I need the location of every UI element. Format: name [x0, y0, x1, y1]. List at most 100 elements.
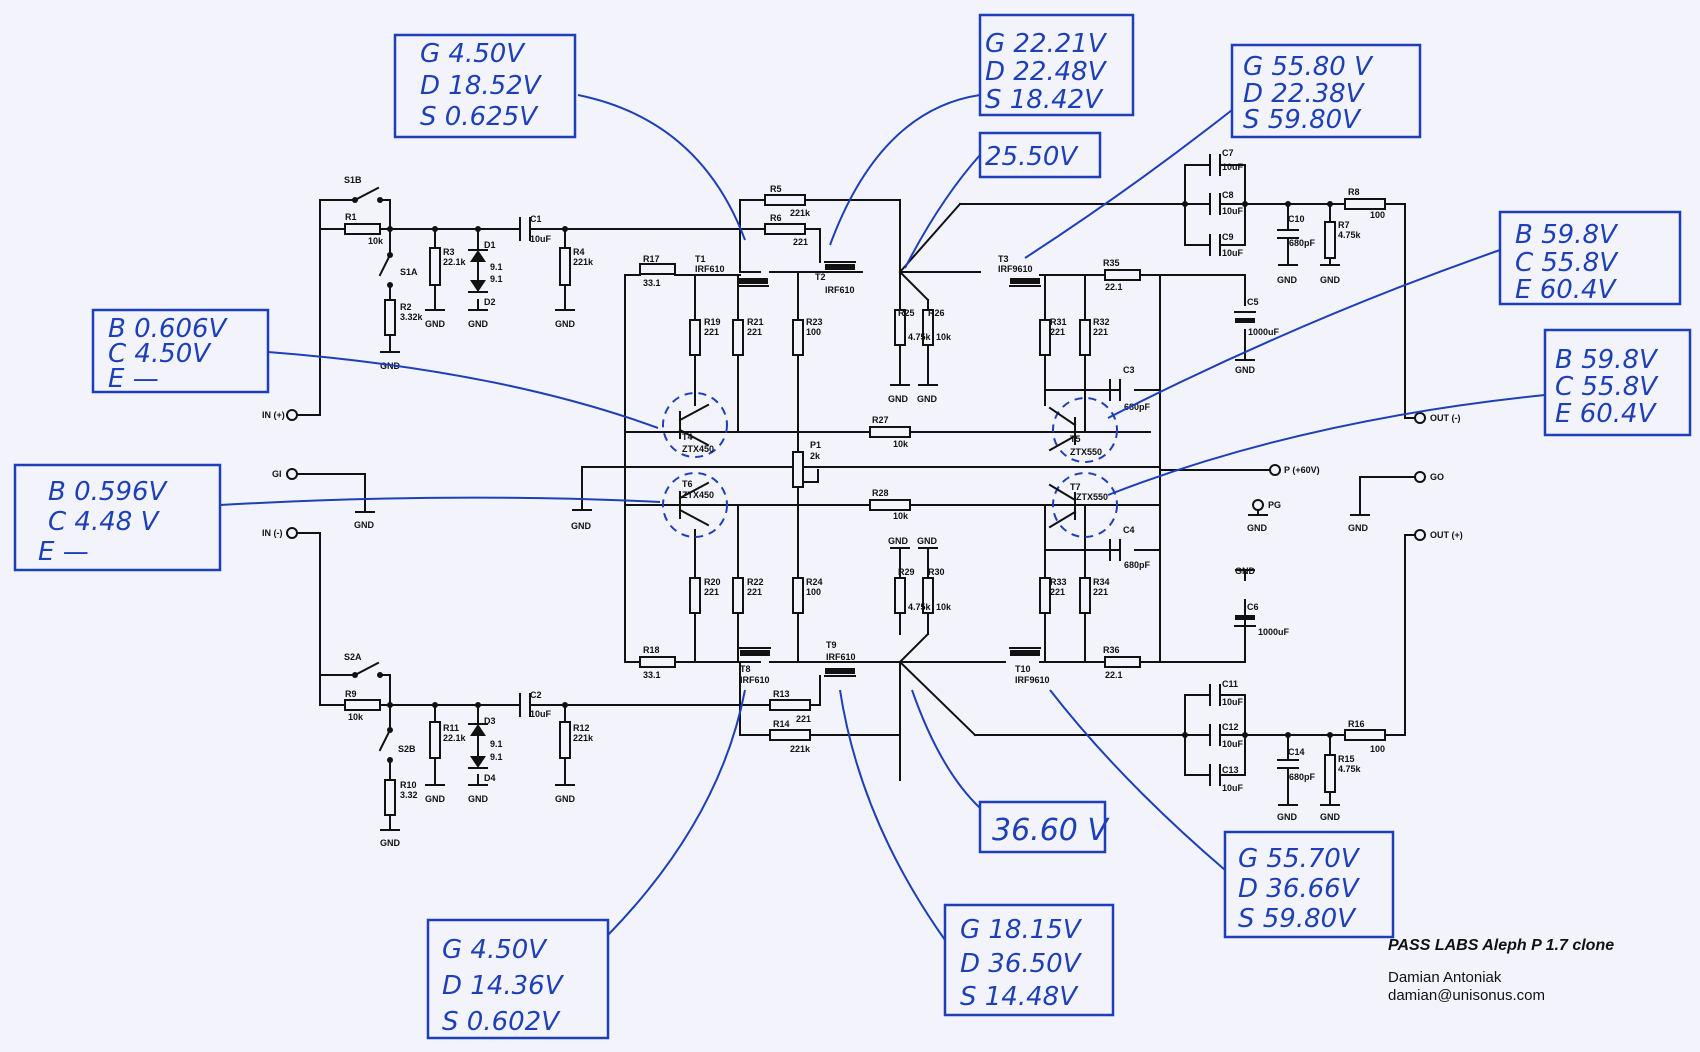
gnd-label: GND [1235, 365, 1256, 375]
label-p1: P1 [810, 440, 821, 450]
bjt-t6 [662, 472, 728, 538]
drawing-email: damian@unisonus.com [1388, 987, 1545, 1004]
annotation-t10-g: G 55.70V [1238, 844, 1361, 874]
annotation-node-bot: 36.60 V [911, 689, 1110, 854]
annotation-t4: B 0.606V C 4.50V E — [91, 308, 659, 429]
gnd-label: GND [917, 536, 938, 546]
value-t8: IRF610 [740, 675, 770, 685]
value-r35: 22.1 [1105, 282, 1123, 292]
annotation-t4-e: E — [108, 364, 159, 394]
label-d3: D3 [484, 716, 496, 726]
label-r3: R3 [443, 247, 455, 257]
gnd-label: GND [571, 521, 592, 531]
annotation-t7-e: E 60.4V [1555, 399, 1658, 429]
value-c11: 10uF [1222, 697, 1244, 707]
value-r36: 22.1 [1105, 670, 1123, 680]
value-r28: 10k [893, 511, 909, 521]
label-d2: D2 [484, 297, 496, 307]
port-go [1414, 471, 1426, 483]
port-label-in-pos: IN (+) [262, 410, 285, 420]
value-r9: 10k [348, 712, 364, 722]
resistor-r6 [764, 223, 806, 235]
label-s2b: S2B [398, 744, 416, 754]
resistor-r12 [559, 721, 571, 759]
label-c3: C3 [1123, 365, 1135, 375]
value-c12: 10uF [1222, 739, 1244, 749]
label-r7: R7 [1338, 220, 1350, 230]
annotation-t6-b: B 0.596V [48, 477, 169, 507]
value-r29: 4.75k [908, 602, 932, 612]
value-r34: 221 [1093, 587, 1108, 597]
annotation-t6: B 0.596V C 4.48 V E — [13, 463, 661, 572]
value-r10: 3.32 [400, 790, 418, 800]
value-r22: 221 [747, 587, 762, 597]
port-out-neg [1414, 412, 1426, 424]
port-label-p60: P (+60V) [1284, 465, 1320, 475]
annotation-t3-s: S 59.80V [1243, 105, 1362, 135]
value-r8: 100 [1370, 210, 1385, 220]
annotation-t4-b: B 0.606V [108, 314, 229, 344]
label-r20: R20 [704, 577, 721, 587]
potentiometer-p1 [792, 451, 804, 488]
port-in-pos [286, 409, 298, 421]
gnd-label: GND [1277, 812, 1298, 822]
main-wiring [581, 202, 1266, 781]
switch-s2 [352, 672, 393, 763]
value-d1: 9.1 [490, 262, 503, 272]
gnd-label: GND [888, 394, 909, 404]
value-r3: 22.1k [443, 257, 467, 267]
label-r15: R15 [1338, 754, 1355, 764]
resistor-r3 [429, 247, 441, 286]
label-r12: R12 [573, 723, 590, 733]
value-c7: 10uF [1222, 162, 1244, 172]
resistor-r9 [344, 699, 381, 711]
resistor-r32 [1079, 319, 1091, 356]
resistor-r31 [1039, 319, 1051, 356]
value-t10: IRF9610 [1015, 675, 1050, 685]
value-c3: 680pF [1124, 402, 1151, 412]
resistor-r18 [639, 656, 676, 668]
gnd-label: GND [888, 536, 909, 546]
bjt-t4 [662, 392, 728, 458]
label-c11: C11 [1222, 679, 1238, 689]
label-t6: T6 [682, 479, 693, 489]
label-d1: D1 [484, 240, 496, 250]
port-label-go: GO [1430, 472, 1444, 482]
label-r29: R29 [898, 567, 915, 577]
value-r7: 4.75k [1338, 230, 1362, 240]
mosfet-t1 [737, 278, 769, 287]
label-r26: R26 [928, 308, 945, 318]
value-r17: 33.1 [643, 278, 661, 288]
label-c12: C12 [1222, 722, 1239, 732]
annotation-node-top-value: 25.50V [985, 142, 1079, 172]
resistor-r35 [1104, 269, 1141, 281]
gnd-label: GND [1320, 812, 1341, 822]
value-c13: 10uF [1222, 783, 1244, 793]
label-r22: R22 [747, 577, 764, 587]
label-r5: R5 [770, 184, 782, 194]
label-r35: R35 [1103, 258, 1120, 268]
value-r23: 100 [806, 327, 821, 337]
label-r8: R8 [1348, 187, 1360, 197]
label-r34: R34 [1093, 577, 1110, 587]
annotation-t9-d: D 36.50V [960, 949, 1083, 979]
value-r21: 221 [747, 327, 762, 337]
annotation-t6-c: C 4.48 V [48, 507, 161, 537]
label-r30: R30 [928, 567, 945, 577]
annotation-t5-b: B 59.8V [1515, 220, 1619, 250]
annotation-t9: G 18.15V D 36.50V S 14.48V [839, 689, 1115, 1017]
label-t9: T9 [826, 640, 837, 650]
port-in-neg [286, 527, 298, 539]
label-r24: R24 [806, 577, 823, 587]
value-r30: 10k [936, 602, 952, 612]
value-t7: ZTX550 [1076, 492, 1108, 502]
port-pg [1252, 499, 1264, 511]
value-r32: 221 [1093, 327, 1108, 337]
value-c9: 10uF [1222, 248, 1244, 258]
annotation-t10: G 55.70V D 36.66V S 59.80V [1049, 689, 1395, 939]
ground-ports-wiring [291, 469, 1421, 516]
label-s2a: S2A [344, 652, 362, 662]
annotation-t7-b: B 59.8V [1555, 345, 1659, 375]
